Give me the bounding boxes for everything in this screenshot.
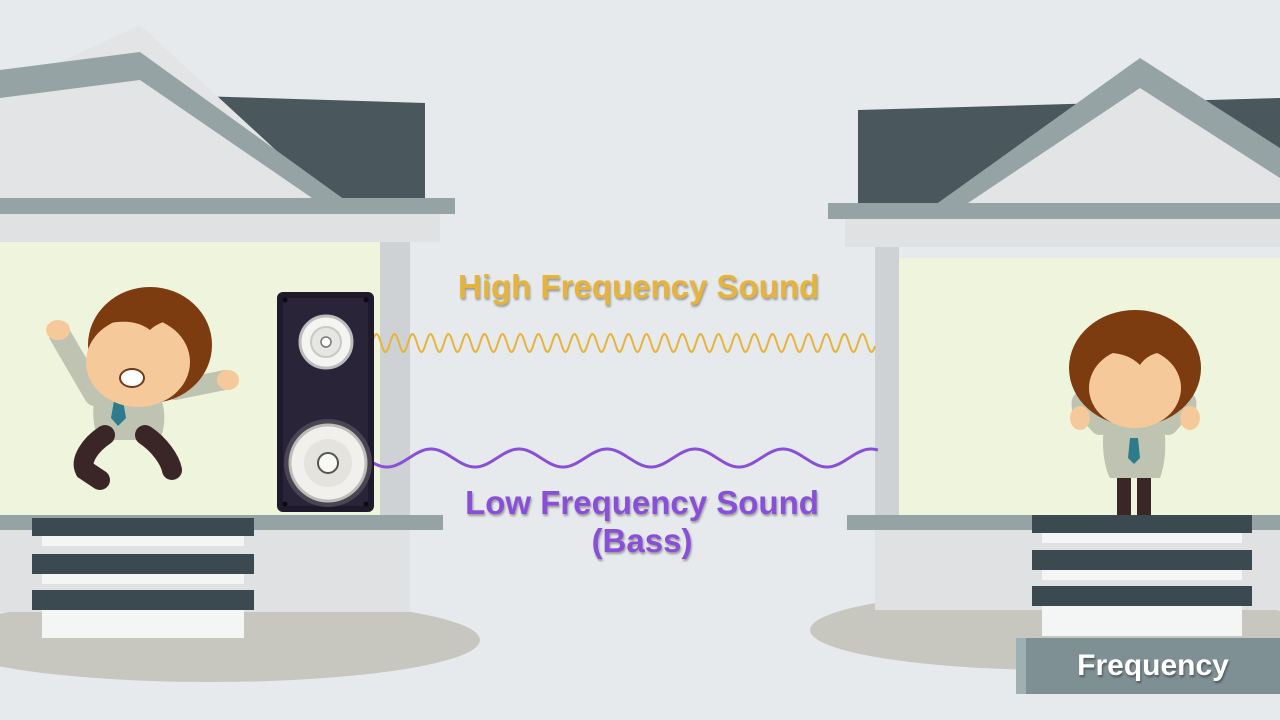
left-steps <box>32 518 254 638</box>
right-steps <box>1032 515 1252 636</box>
high-frequency-wave <box>344 333 876 353</box>
high-frequency-label: High Frequency Sound <box>458 268 820 305</box>
covering-ears-person-icon <box>1069 310 1201 515</box>
excited-person-icon <box>46 287 239 490</box>
caption-text: Frequency <box>1077 649 1229 682</box>
low-frequency-label: Low Frequency Sound (Bass) <box>452 484 832 560</box>
low-frequency-label-line1: Low Frequency Sound <box>465 484 819 521</box>
low-frequency-wave <box>364 447 879 469</box>
caption-box: Frequency <box>1016 638 1280 694</box>
right-house-icon <box>828 58 1280 636</box>
low-frequency-label-line2: (Bass) <box>591 522 693 559</box>
speaker-icon <box>277 292 374 512</box>
